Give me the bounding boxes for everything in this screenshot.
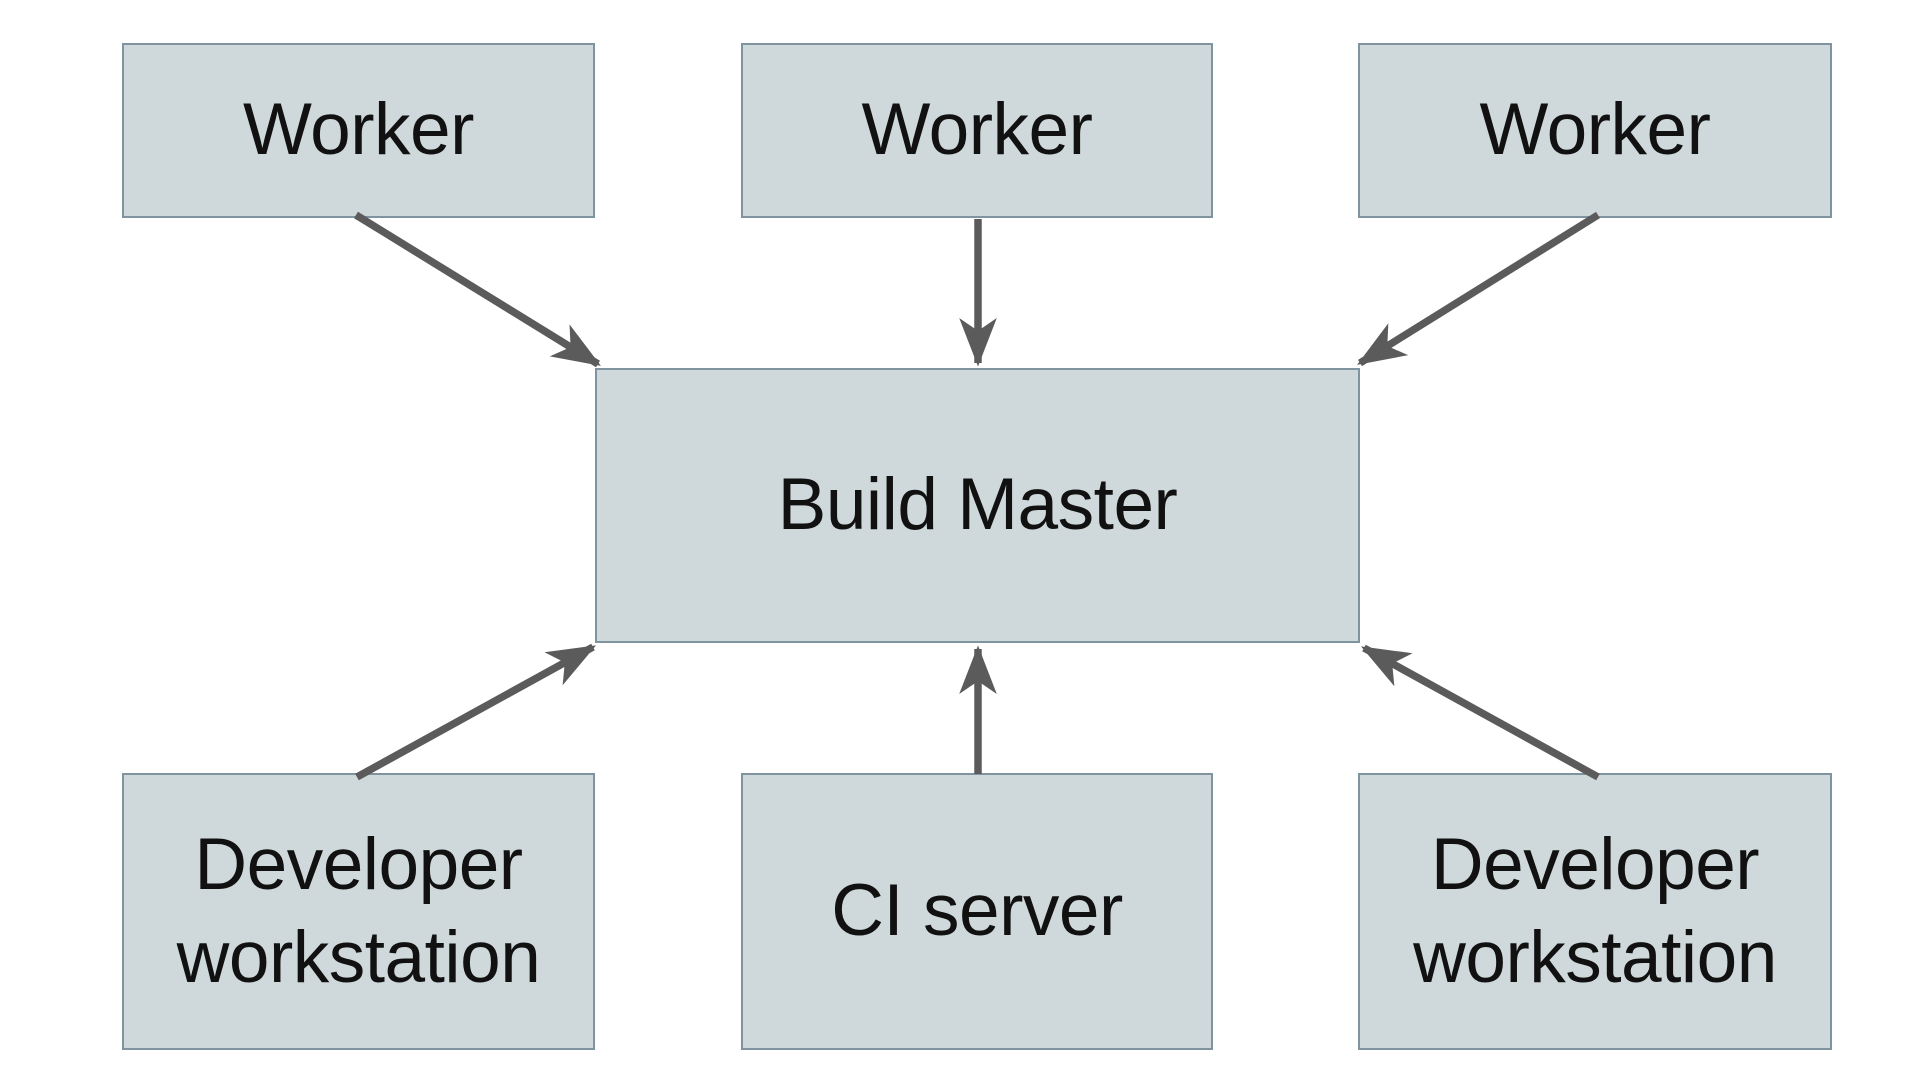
node-build-master: Build Master [595, 368, 1360, 643]
arrow-dev-workstation-right-to-build-master [1360, 644, 1600, 781]
node-worker-right: Worker [1358, 43, 1832, 218]
node-worker-right-label: Worker [1479, 89, 1711, 171]
node-developer-workstation-left: Developer workstation [122, 773, 595, 1050]
node-worker-center: Worker [741, 43, 1213, 218]
arrow-worker-right-to-build-master [1357, 211, 1600, 367]
node-worker-left: Worker [122, 43, 595, 218]
arrow-dev-workstation-left-to-build-master [355, 643, 597, 781]
node-ci-server: CI server [741, 773, 1213, 1050]
node-developer-workstation-left-label: Developer workstation [176, 823, 541, 998]
node-ci-server-label: CI server [831, 870, 1123, 952]
node-worker-left-label: Worker [243, 89, 474, 171]
arrow-worker-left-to-build-master [354, 211, 601, 368]
node-developer-workstation-right-label: Developer workstation [1413, 823, 1777, 998]
node-developer-workstation-right: Developer workstation [1358, 773, 1832, 1050]
node-worker-center-label: Worker [861, 89, 1093, 171]
node-build-master-label: Build Master [777, 464, 1178, 546]
